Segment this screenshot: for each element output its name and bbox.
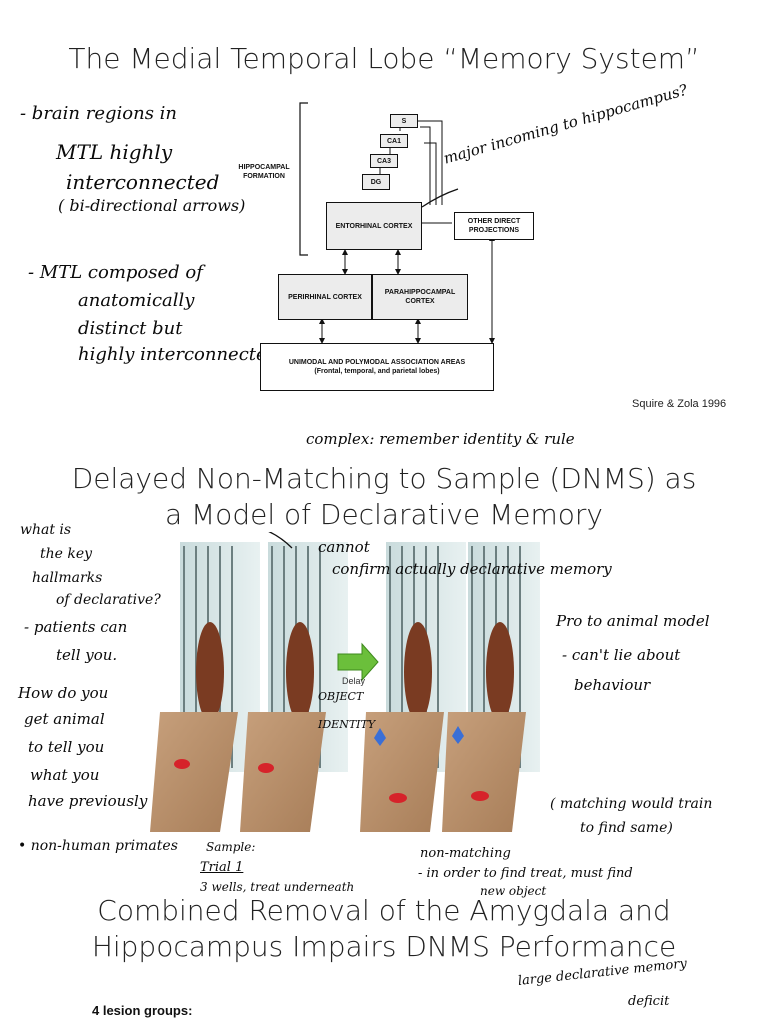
note-patients-can: - patients can <box>24 618 128 636</box>
note-identity: IDENTITY <box>318 718 376 731</box>
note-tell-you: tell you. <box>56 646 118 664</box>
note-to-tell-you: to tell you <box>28 738 105 756</box>
note-object: OBJECT <box>318 690 364 703</box>
note-bidirectional: ( bi-directional arrows) <box>58 196 246 215</box>
hippocampal-formation-label: HIPPOCAMPAL FORMATION <box>238 164 290 180</box>
box-parahippocampal-cortex: PARAHIPPOCAMPAL CORTEX <box>372 274 468 320</box>
note-mtl-highly: MTL highly <box>56 140 173 164</box>
note-the-key: the key <box>40 546 93 562</box>
box-other-direct-projections: OTHER DIRECT PROJECTIONS <box>454 212 534 240</box>
note-what-you: what you <box>30 766 100 784</box>
slide3-title-line2: Hippocampus Impairs DNMS Performance <box>91 930 677 963</box>
slide2-title-line1: Delayed Non-Matching to Sample (DNMS) as <box>71 462 697 495</box>
note-get-animal: get animal <box>24 710 105 728</box>
box-entorhinal-cortex: ENTORHINAL CORTEX <box>326 202 422 250</box>
slide1-title: The Medial Temporal Lobe “Memory System” <box>68 42 700 75</box>
note-how-do-you: How do you <box>18 684 109 702</box>
note-hallmarks: hallmarks <box>32 570 103 586</box>
note-non-human-primates: • non-human primates <box>18 838 178 854</box>
note-cannot: cannot <box>318 538 370 556</box>
note-anatomically: anatomically <box>78 290 195 311</box>
association-sub-label: (Frontal, temporal, and parietal lobes) <box>314 368 440 375</box>
box-s: S <box>390 114 418 128</box>
box-ca3: CA3 <box>370 154 398 168</box>
note-matching-would-train: ( matching would train <box>550 796 713 812</box>
note-deficit: deficit <box>628 994 670 1009</box>
note-of-declarative: of declarative? <box>56 592 161 608</box>
dnms-illustration <box>150 532 540 832</box>
box-dg: DG <box>362 174 390 190</box>
citation: Squire & Zola 1996 <box>632 398 727 410</box>
note-in-order: - in order to find treat, must find <box>418 866 633 881</box>
note-brain-regions: - brain regions in <box>20 103 178 124</box>
note-highly-interconnected: highly interconnected <box>78 344 279 365</box>
note-distinct: distinct but <box>78 318 183 339</box>
slide3-title-line1: Combined Removal of the Amygdala and <box>97 894 671 927</box>
note-non-matching: non-matching <box>420 846 511 861</box>
box-perirhinal-cortex: PERIRHINAL CORTEX <box>278 274 372 320</box>
note-behaviour: behaviour <box>574 676 651 694</box>
note-three-wells: 3 wells, treat underneath <box>200 880 355 894</box>
note-find-same: to find same) <box>580 820 673 836</box>
association-label: UNIMODAL AND POLYMODAL ASSOCIATION AREAS <box>288 359 466 366</box>
lesion-groups-label: 4 lesion groups: <box>92 1003 193 1018</box>
slide2-title-line2: a Model of Declarative Memory <box>164 498 604 531</box>
note-confirm-declarative: confirm actually declarative memory <box>332 560 612 578</box>
note-have-previously: have previously <box>28 792 148 810</box>
note-new-object: new object <box>480 884 547 898</box>
box-association-areas: UNIMODAL AND POLYMODAL ASSOCIATION AREAS… <box>260 343 494 391</box>
note-trial-1: Trial 1 <box>200 860 244 875</box>
delay-label: Delay <box>342 676 366 686</box>
note-sample: Sample: <box>206 840 256 854</box>
note-pro-animal-model: Pro to animal model <box>556 612 710 630</box>
note-what-is: what is <box>20 522 72 538</box>
note-mtl-composed: - MTL composed of <box>28 262 203 283</box>
note-complex: complex: remember identity & rule <box>306 430 575 448</box>
note-cant-lie: - can't lie about <box>562 646 681 664</box>
box-ca1: CA1 <box>380 134 408 148</box>
note-interconnected: interconnected <box>66 170 220 194</box>
